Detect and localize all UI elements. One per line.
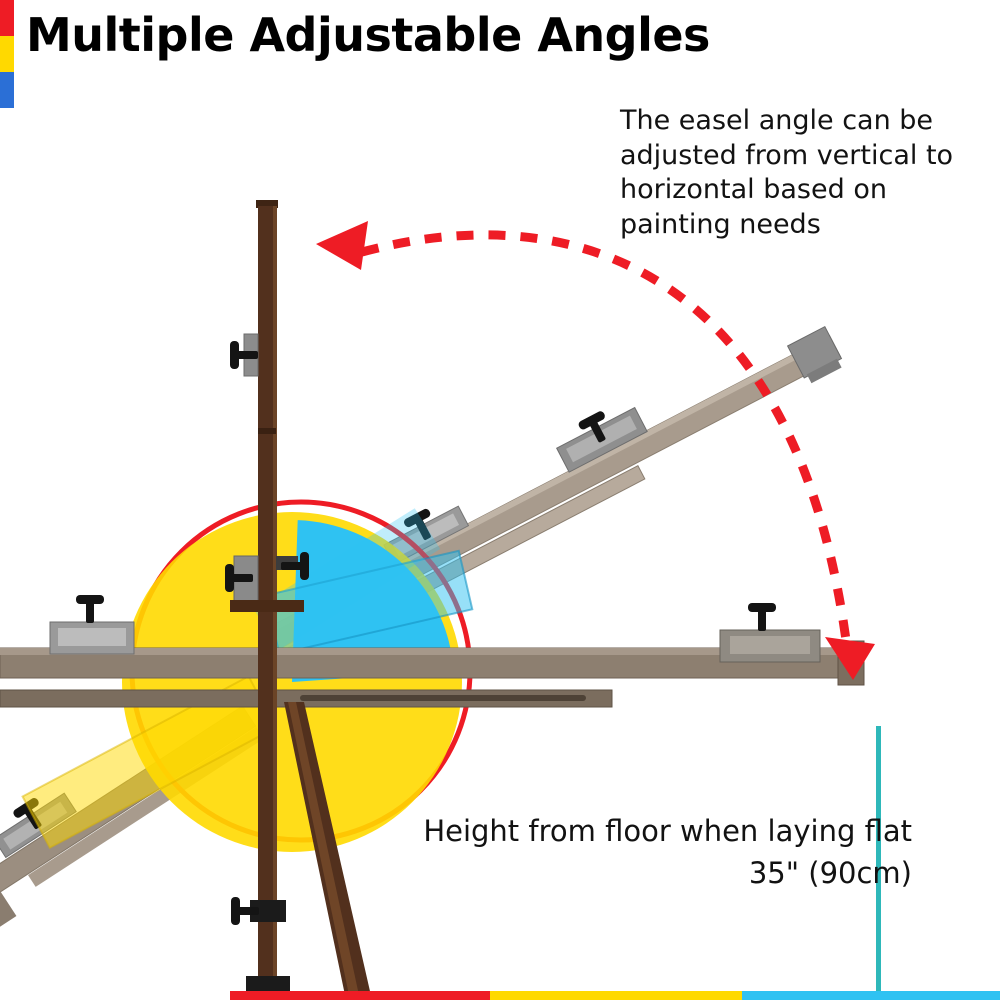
tripod-leg (284, 702, 372, 1000)
flat-arm (0, 595, 865, 708)
height-annotation-line1: Height from floor when laying flat (423, 814, 912, 848)
corner-accent-red (0, 0, 14, 36)
angle-annotation: The easel angle can be adjusted from ver… (620, 105, 954, 240)
red-dashed-arrow (316, 221, 875, 680)
angle-beam-cyan-2 (253, 508, 441, 650)
arrowhead-left-icon (316, 221, 368, 270)
corner-accent-blue (0, 72, 14, 108)
page-title: Multiple Adjustable Angles (26, 8, 710, 62)
mast (225, 200, 309, 1000)
bottom-accent-cyan (742, 991, 1000, 1000)
height-annotation: Height from floor when laying flat 35" (… (352, 810, 912, 894)
knob-icon (748, 603, 776, 631)
bottom-accent-yellow (490, 991, 742, 1000)
bottom-accent-red (230, 991, 490, 1000)
knob-icon (76, 595, 104, 623)
height-annotation-line2: 35" (90cm) (748, 856, 912, 891)
corner-accent-yellow (0, 36, 14, 72)
bottom-accent-bar (0, 991, 1000, 1000)
corner-accent (0, 0, 14, 108)
arrowhead-down-icon (825, 637, 875, 680)
teal-accent-line (876, 726, 881, 1000)
